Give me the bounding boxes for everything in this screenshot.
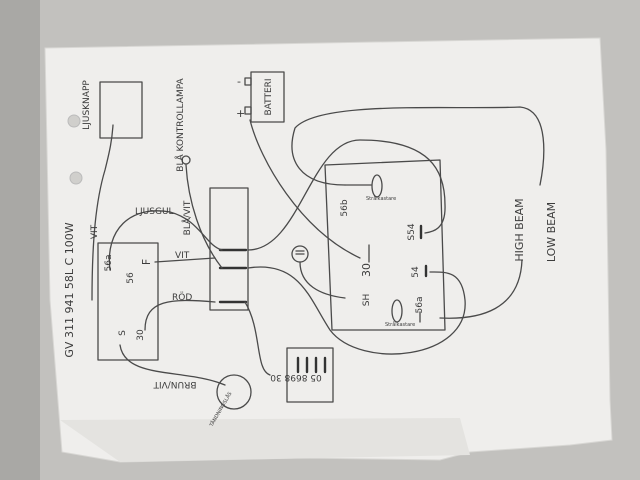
punch-hole	[67, 114, 81, 128]
wire-label-light-yellow: LJUSGUL	[135, 207, 174, 217]
wire-sh	[299, 261, 346, 299]
battery-plus-terminal	[244, 106, 252, 115]
wire-light-yellow	[108, 210, 223, 271]
battery-plus-label: +	[236, 107, 245, 120]
indicator-lamp-label: BLÅ KONTROLLAMPA	[174, 77, 186, 171]
wire-label-white: VIT	[90, 224, 100, 239]
part-number: GV 311 941 58L C 100W	[63, 222, 76, 357]
relay-terminal-sh: SH	[362, 294, 372, 306]
switch-terminal-56a: 56a	[104, 255, 114, 272]
wire-blue-white	[185, 164, 223, 269]
switch-terminal-s: S	[118, 330, 128, 336]
table-shadow	[0, 0, 40, 480]
fuse-box	[286, 347, 334, 403]
low-beam-label: LOW BEAM	[545, 202, 558, 262]
wire-white-2	[154, 257, 216, 263]
paper-fold	[60, 418, 470, 462]
ignition-switch	[216, 374, 252, 410]
wire-brown-white	[119, 344, 226, 386]
fuse-box-label: 05 8698 30	[270, 372, 322, 382]
high-beam-label: HIGH BEAM	[513, 198, 526, 261]
relay-box	[324, 159, 446, 331]
wire-54	[247, 266, 466, 355]
wire-fuse	[244, 301, 271, 376]
wire-battery-30	[249, 119, 361, 259]
relay-terminal-56a: 56a	[415, 297, 425, 314]
switch-terminal-30: 30	[136, 329, 146, 341]
battery-label: BATTERI	[264, 78, 274, 115]
switch-terminal-56: 56	[126, 272, 136, 284]
wire-high-beam	[439, 259, 523, 319]
bulb-label: Strålkastare	[366, 195, 396, 202]
relay-terminal-30: 30	[360, 263, 373, 277]
wire-low-beam	[291, 106, 545, 186]
light-switch-box	[99, 81, 143, 139]
punch-hole	[69, 171, 83, 185]
wire-white	[91, 124, 114, 301]
relay-terminal-56b: 56b	[340, 199, 350, 216]
wire-red	[144, 299, 216, 331]
battery-minus-label: -	[237, 75, 241, 88]
indicator-lamp-icon	[181, 155, 191, 165]
wire-label-white-2: VIT	[175, 251, 190, 261]
relay-terminal-s54: S54	[407, 223, 417, 240]
bulb-icon	[391, 299, 403, 323]
light-switch-label: LJUSKNAPP	[82, 80, 92, 130]
battery-box	[250, 71, 285, 123]
wire-s54	[247, 139, 446, 251]
wire-label-red: RÖD	[172, 292, 192, 303]
relay-terminal-54: 54	[411, 266, 421, 278]
battery-minus-terminal	[244, 77, 252, 86]
wire-label-blue-white: BLÅ/VIT	[181, 200, 193, 235]
wire-label-brown-white: BRUN/VIT	[153, 379, 197, 389]
bulb-label: Strålkastare	[385, 321, 415, 328]
bulb-icon	[371, 174, 383, 198]
switch-terminal-f: F	[140, 259, 153, 265]
